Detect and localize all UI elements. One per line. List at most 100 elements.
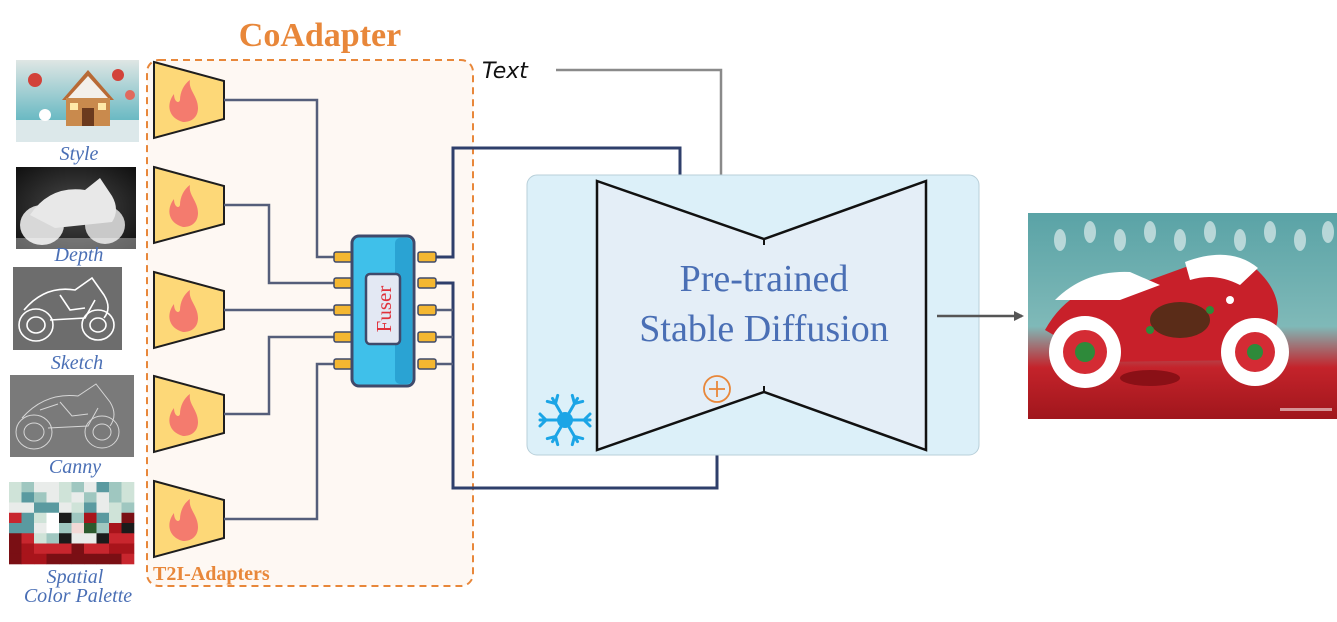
palette-cell — [46, 512, 60, 524]
palette-cell — [9, 543, 22, 555]
palette-cell — [46, 482, 60, 493]
palette-cell — [21, 492, 35, 503]
fuser-chip: Fuser — [333, 234, 437, 388]
palette-cell — [71, 533, 85, 544]
palette-cell — [121, 533, 135, 544]
palette-cell — [34, 523, 47, 534]
fuser-to-model-bottom-arrow — [436, 281, 722, 490]
palette-cell — [71, 492, 85, 503]
snowflake-icon — [538, 393, 592, 447]
fuser-to-model-top-arrow — [436, 146, 685, 259]
palette-cell — [34, 482, 47, 493]
flame-icon — [169, 394, 198, 436]
adapter-2 — [153, 165, 225, 245]
palette-cell — [84, 543, 97, 555]
palette-cell — [34, 533, 47, 544]
circled-plus-icon — [703, 375, 731, 403]
palette-cell — [96, 543, 110, 555]
palette-cell — [46, 533, 60, 544]
palette-cell — [71, 553, 85, 565]
style-label: Style — [60, 143, 99, 165]
palette-cell — [21, 512, 35, 524]
palette-cell — [21, 543, 35, 555]
palette-cell — [59, 512, 72, 524]
text-to-model-arrow — [556, 68, 726, 222]
depth-label: Depth — [54, 244, 104, 266]
palette-cell — [84, 492, 97, 503]
palette-cell — [109, 523, 122, 534]
palette-cell — [96, 533, 110, 544]
palette-cell — [84, 512, 97, 524]
palette-cell — [59, 492, 72, 503]
palette-cell — [121, 553, 135, 565]
palette-cell — [71, 523, 85, 534]
palette-cell — [9, 482, 22, 493]
palette-cell — [84, 482, 97, 493]
palette-cell — [46, 492, 60, 503]
palette-cell — [96, 482, 110, 493]
sketch-thumbnail — [13, 267, 122, 350]
palette-cell — [71, 482, 85, 493]
depth-thumbnail — [16, 167, 136, 249]
palette-cell — [34, 492, 47, 503]
adapter-4 — [153, 374, 225, 454]
flame-icon — [169, 80, 198, 122]
palette-cell — [59, 482, 72, 493]
palette-cell — [46, 553, 60, 565]
palette-cell — [34, 543, 47, 555]
coadapter-container — [146, 59, 474, 587]
palette-cell — [96, 492, 110, 503]
palette-cell — [9, 512, 22, 524]
palette-cell — [84, 553, 97, 565]
adapter-5 — [153, 479, 225, 559]
color-palette-thumbnail — [9, 482, 135, 565]
palette-cell — [109, 533, 122, 544]
palette-cell — [71, 512, 85, 524]
palette-cell — [121, 502, 135, 514]
palette-cell — [109, 492, 122, 503]
palette-cell — [109, 482, 122, 493]
palette-cell — [121, 482, 135, 493]
palette-cell — [46, 502, 60, 514]
palette-cell — [84, 533, 97, 544]
palette-cell — [9, 502, 22, 514]
palette-cell — [84, 502, 97, 514]
palette-cell — [46, 523, 60, 534]
diagram-title: CoAdapter — [239, 17, 401, 54]
palette-cell — [71, 502, 85, 514]
palette-cell — [59, 502, 72, 514]
palette-cell — [21, 502, 35, 514]
palette-cell — [71, 543, 85, 555]
palette-cell — [109, 502, 122, 514]
palette-cell — [59, 543, 72, 555]
fuser-output-stubs — [436, 308, 453, 366]
fuser-label: Fuser — [372, 286, 396, 333]
palette-cell — [59, 533, 72, 544]
output-watermark — [1280, 408, 1332, 411]
palette-cell — [21, 482, 35, 493]
model-label-line2: Stable Diffusion — [639, 308, 888, 350]
model-label-line1: Pre-trained — [680, 258, 849, 300]
canny-thumbnail — [10, 375, 134, 457]
palette-cell — [9, 492, 22, 503]
flame-icon — [169, 499, 198, 541]
palette-cell — [21, 523, 35, 534]
palette-cell — [34, 502, 47, 514]
output-image — [1028, 213, 1337, 419]
color-palette-label-line1: Spatial — [47, 566, 104, 588]
adapter-connectors — [224, 98, 340, 521]
palette-cell — [21, 553, 35, 565]
palette-cell — [121, 543, 135, 555]
style-thumbnail — [16, 60, 139, 142]
t2i-adapters-label: T2I-Adapters — [153, 563, 270, 585]
palette-cell — [121, 492, 135, 503]
palette-cell — [9, 523, 22, 534]
palette-cell — [109, 553, 122, 565]
palette-cell — [34, 512, 47, 524]
palette-cell — [96, 553, 110, 565]
palette-cell — [9, 553, 22, 565]
flame-icon — [169, 185, 198, 227]
palette-cell — [59, 553, 72, 565]
